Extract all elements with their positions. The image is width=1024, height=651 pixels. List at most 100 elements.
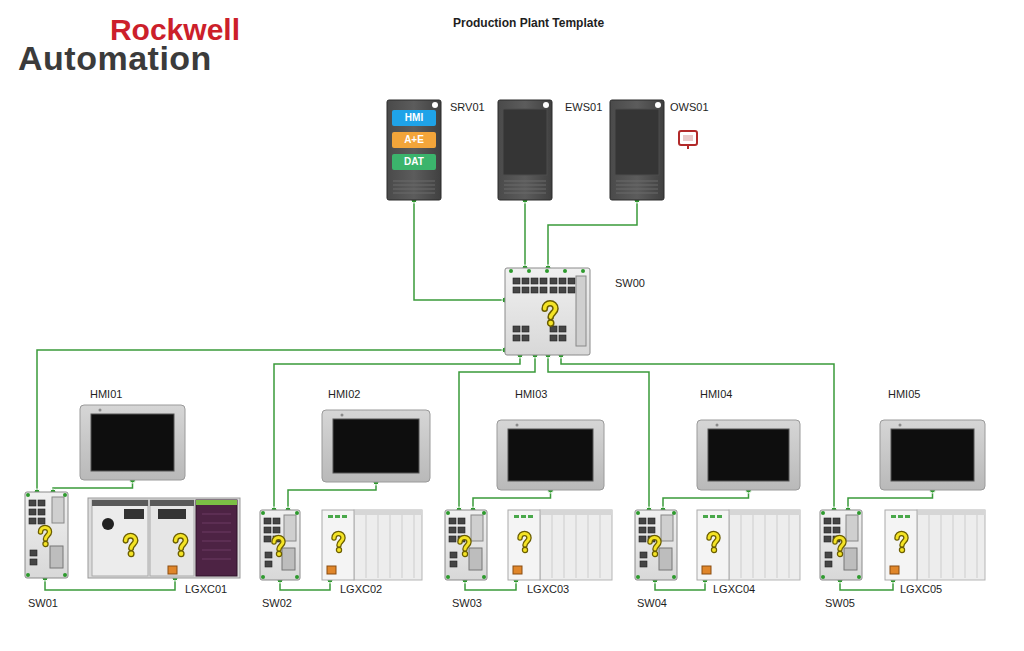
controller: LGXC04 xyxy=(697,510,800,580)
service-badge: DAT xyxy=(392,154,436,170)
network-port xyxy=(825,552,832,558)
status-icon-fill xyxy=(41,528,50,540)
badge-text: DAT xyxy=(404,156,424,168)
network-port xyxy=(449,527,456,533)
console-port xyxy=(50,546,63,568)
hmi-screen xyxy=(333,419,419,473)
ethernet-port xyxy=(168,566,177,574)
device-art xyxy=(610,100,664,200)
access-switch: SW04 xyxy=(635,510,677,580)
ethernet-port xyxy=(513,566,522,574)
hmi-panel: HMI05 xyxy=(880,420,985,490)
comm-module xyxy=(150,500,194,576)
status-display xyxy=(158,509,186,519)
server-case xyxy=(610,100,664,200)
power-led xyxy=(432,102,438,108)
status-led xyxy=(26,493,30,497)
network-port xyxy=(540,278,547,284)
network-port xyxy=(559,278,566,284)
service-badge: A+E xyxy=(392,132,436,148)
network-cable xyxy=(465,580,516,590)
network-port xyxy=(833,518,840,524)
network-port xyxy=(639,527,646,533)
terminal-line xyxy=(202,541,231,542)
network-port xyxy=(559,335,566,341)
status-led xyxy=(563,269,567,273)
status-icon-fill xyxy=(274,538,283,550)
terminal-line xyxy=(202,559,231,560)
device-art xyxy=(508,510,612,580)
device-art xyxy=(322,410,430,482)
status-icon-dot xyxy=(522,547,527,552)
workstation: OWS01 xyxy=(610,100,664,200)
vent-line xyxy=(616,193,658,194)
status-led xyxy=(821,575,825,579)
device-label: SW03 xyxy=(452,597,482,610)
network-cable xyxy=(414,200,505,300)
console-port xyxy=(659,548,672,570)
network-port xyxy=(265,561,272,567)
status-icon-fill xyxy=(650,538,659,550)
network-port xyxy=(559,287,566,293)
status-led xyxy=(261,575,265,579)
status-icon-outline xyxy=(176,536,186,549)
status-led xyxy=(514,515,519,518)
switch-module xyxy=(52,497,64,523)
status-icon xyxy=(274,538,283,557)
status-led xyxy=(295,575,299,579)
status-icon-dot xyxy=(837,551,842,556)
status-icon-fill xyxy=(835,538,844,550)
status-led xyxy=(527,269,531,273)
module-band xyxy=(150,500,194,506)
network-cable xyxy=(288,482,376,510)
io-slot xyxy=(789,512,790,578)
status-icon xyxy=(545,303,556,326)
network-port xyxy=(264,536,271,542)
brand-dot xyxy=(341,414,344,417)
status-icon-outline xyxy=(709,534,718,546)
io-slot xyxy=(378,512,379,578)
switch-module xyxy=(661,515,673,541)
device-label: LGXC01 xyxy=(185,583,227,596)
status-led xyxy=(636,511,640,515)
io-slot xyxy=(588,512,589,578)
chassis xyxy=(88,498,240,578)
status-icon-fill xyxy=(709,534,718,546)
network-cable xyxy=(280,580,330,590)
io-slot xyxy=(765,512,766,578)
network-port xyxy=(273,518,280,524)
vent-line xyxy=(393,181,435,182)
device-label: LGXC05 xyxy=(900,583,942,596)
hmi-screen xyxy=(91,414,174,471)
status-icon-outline xyxy=(835,538,844,550)
badge-text: HMI xyxy=(405,112,423,124)
vent-line xyxy=(504,181,546,182)
status-icon-dot xyxy=(711,547,716,552)
status-icon xyxy=(334,534,343,553)
network-port xyxy=(550,335,557,341)
hmi-bezel xyxy=(697,420,800,490)
badge-text: A+E xyxy=(404,134,424,146)
terminal-line xyxy=(202,550,231,551)
controller-module xyxy=(697,510,729,580)
power-led xyxy=(655,102,661,108)
device-art xyxy=(498,100,552,200)
network-port xyxy=(825,561,832,567)
status-led xyxy=(446,575,450,579)
network-port xyxy=(513,335,520,341)
status-icon-outline xyxy=(460,538,469,550)
device-label: LGXC03 xyxy=(527,583,569,596)
status-icon-fill xyxy=(334,534,343,546)
vent-line xyxy=(504,193,546,194)
switch-module xyxy=(846,515,858,541)
device-art xyxy=(635,510,677,580)
network-cable xyxy=(274,355,520,510)
server-case xyxy=(498,100,552,200)
status-icon xyxy=(897,534,906,553)
network-port xyxy=(458,527,465,533)
status-icon xyxy=(460,538,469,557)
status-led xyxy=(717,515,722,518)
status-led xyxy=(446,511,450,515)
device-art xyxy=(445,510,487,580)
